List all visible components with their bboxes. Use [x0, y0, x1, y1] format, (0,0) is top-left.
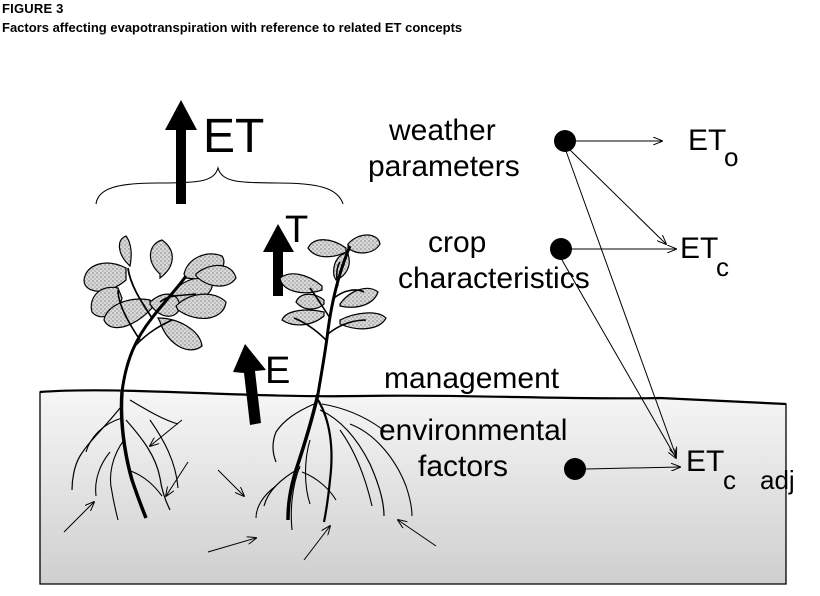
soil-surface-line — [39, 389, 787, 406]
eto-main: ET — [688, 124, 726, 157]
t-arrow-icon — [263, 224, 294, 296]
plant-left — [71, 235, 237, 521]
crop-label-line1: crop — [428, 226, 486, 259]
etcadj-main: ET — [686, 445, 724, 478]
etcadj-subscript: c — [723, 465, 736, 495]
environmental-label-line1: environmental — [379, 414, 567, 447]
weather-label-line1: weather — [388, 114, 496, 147]
t-arrow-label: T — [285, 209, 308, 251]
etcadj-suffix: adj — [760, 465, 795, 495]
et-arrow-icon — [165, 100, 197, 204]
crop-dot-icon — [550, 238, 572, 260]
crop-to-etcadj-arrow — [561, 259, 676, 458]
plant-left-leaves — [83, 235, 237, 351]
weather-to-etc-arrow — [567, 147, 666, 244]
output-eto: ET o — [688, 124, 738, 172]
management-label: management — [384, 362, 560, 395]
et-arrow-label: ET — [203, 110, 264, 163]
figure-label: FIGURE 3 — [2, 1, 64, 16]
plant-right — [255, 234, 413, 531]
crop-label-line2: characteristics — [398, 262, 590, 295]
weather-to-etcadj-arrow — [565, 150, 676, 456]
soil-water-arrows — [63, 419, 437, 561]
e-arrow-icon — [233, 344, 266, 425]
etc-main: ET — [680, 232, 718, 265]
output-etc: ET c — [680, 232, 729, 282]
weather-label-line2: parameters — [368, 150, 520, 183]
eto-subscript: o — [724, 142, 738, 172]
environmental-label-line2: factors — [418, 450, 508, 483]
environmental-dot-icon — [564, 458, 586, 480]
figure-caption: Factors affecting evapotranspiration wit… — [2, 20, 463, 35]
etc-subscript: c — [716, 252, 729, 282]
output-etcadj: ET c adj — [686, 445, 795, 495]
soil-block — [39, 389, 787, 585]
weather-dot-icon — [554, 130, 576, 152]
e-arrow-label: E — [265, 350, 290, 392]
environmental-to-etcadj-arrow — [585, 467, 680, 469]
connector-lines — [561, 141, 680, 469]
canopy-brace — [95, 166, 344, 205]
